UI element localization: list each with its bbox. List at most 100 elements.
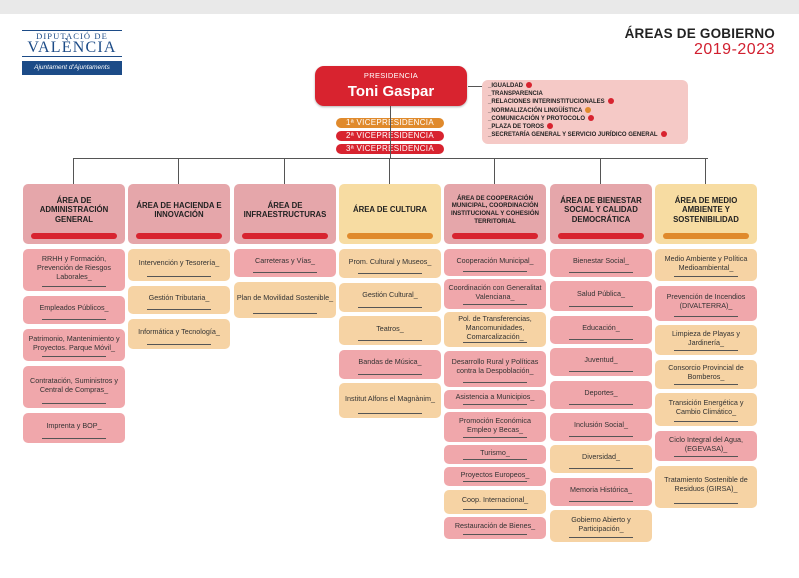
area-item-label: Turismo_ bbox=[480, 447, 510, 457]
area-header: ÁREA DE CULTURA bbox=[339, 184, 441, 244]
area-item-label: Diversidad_ bbox=[582, 452, 620, 462]
area-item-underline bbox=[569, 468, 633, 470]
area-item: Intervención y Tesorería_ bbox=[128, 249, 230, 281]
area-item-underline bbox=[463, 304, 527, 306]
area-item: Limpieza de Playas y Jardinería_ bbox=[655, 325, 757, 356]
area-title: ÁREA DE ADMINISTRACIÓN GENERAL bbox=[39, 195, 109, 224]
status-dot-icon bbox=[588, 114, 595, 121]
presidency-item: _TRANSPARENCIA bbox=[488, 90, 543, 98]
area-item-underline bbox=[147, 276, 211, 277]
area-item-label: Carreteras y Vías_ bbox=[255, 256, 315, 265]
area-connector bbox=[600, 158, 601, 184]
area-item-underline bbox=[42, 438, 106, 439]
area-header: ÁREA DE HACIENDA E INNOVACIÓN bbox=[128, 184, 230, 244]
area-item-underline bbox=[463, 508, 527, 510]
area-item-label: Teatros_ bbox=[376, 323, 404, 333]
status-dot-icon bbox=[585, 106, 592, 113]
area-item-underline bbox=[569, 306, 633, 308]
area-item-underline bbox=[569, 371, 633, 373]
area-color-bar bbox=[31, 233, 117, 239]
area-item: Deportes_ bbox=[550, 380, 652, 409]
responsibilities-connector bbox=[468, 86, 482, 87]
area-item: Carreteras y Vías_ bbox=[234, 249, 336, 277]
area-item-underline bbox=[569, 500, 633, 502]
area-item: Memoria Histórica_ bbox=[550, 477, 652, 506]
area-item-label: Prom. Cultural y Museos_ bbox=[348, 256, 432, 266]
area-item-label: Deportes_ bbox=[584, 387, 618, 397]
area-item-underline bbox=[463, 481, 527, 483]
area-item-underline bbox=[674, 421, 738, 423]
presidency-item: _RELACIONES INTERINSTITUCIONALES bbox=[488, 98, 614, 106]
area-item-underline bbox=[358, 273, 422, 274]
area-connector bbox=[494, 158, 495, 184]
area-item: Prom. Cultural y Museos_ bbox=[339, 249, 441, 278]
area-title: ÁREA DE CULTURA bbox=[352, 205, 428, 215]
area-item-underline bbox=[569, 338, 633, 340]
area-item: Juventud_ bbox=[550, 348, 652, 377]
area-item: Medio Ambiente y Política Medioambiental… bbox=[655, 249, 757, 281]
area-item: Gestión Cultural_ bbox=[339, 282, 441, 312]
area-item: Gestión Tributaria_ bbox=[128, 286, 230, 314]
area-item-underline bbox=[147, 309, 211, 310]
diputacio-logo: DIPUTACIÓ DE VALÈNCIA Ajuntament d'Ajunt… bbox=[22, 30, 122, 78]
presidency-box: PRESIDENCIA Toni Gaspar bbox=[315, 66, 467, 106]
area-item: Restauración de Bienes_ bbox=[444, 516, 546, 539]
area-item-label: Bandas de Música_ bbox=[358, 357, 422, 367]
area-item-label: Asistencia a Municipios_ bbox=[455, 392, 535, 402]
area-item: Coop. Internacional_ bbox=[444, 489, 546, 514]
area-item-underline bbox=[463, 437, 527, 438]
area-item-label: Juventud_ bbox=[584, 355, 618, 365]
area-item: Desarrollo Rural y Políticas contra la D… bbox=[444, 350, 546, 387]
area-item: Tratamiento Sostenible de Residuos (GIRS… bbox=[655, 465, 757, 508]
area-item-label: Gestión Tributaria_ bbox=[148, 293, 210, 302]
area-item-label: Intervención y Tesorería_ bbox=[138, 258, 220, 267]
area-connector bbox=[389, 158, 390, 184]
area-item-label: Limpieza de Playas y Jardinería_ bbox=[672, 328, 740, 347]
area-item-underline bbox=[42, 286, 106, 287]
area-item-underline bbox=[358, 413, 422, 415]
presidency-responsibilities-box bbox=[482, 80, 688, 144]
area-item: Bienestar Social_ bbox=[550, 249, 652, 277]
presidency-item: _SECRETARÍA GENERAL Y SERVICIO JURÍDICO … bbox=[488, 131, 667, 139]
area-item-label: Bienestar Social_ bbox=[573, 256, 629, 265]
area-item-label: Memoria Histórica_ bbox=[570, 484, 632, 494]
area-item-label: Institut Alfons el Magnànim_ bbox=[345, 393, 435, 403]
area-item-underline bbox=[569, 537, 633, 539]
area-item-underline bbox=[569, 436, 633, 437]
area-item-label: Cooperación Municipal_ bbox=[456, 255, 534, 265]
area-color-bar bbox=[136, 233, 222, 239]
area-item-label: Inclusión Social_ bbox=[574, 420, 628, 429]
logo-line-1: DIPUTACIÓ DE bbox=[22, 30, 122, 41]
area-item-underline bbox=[674, 383, 738, 385]
area-connector bbox=[705, 158, 706, 184]
area-item-underline bbox=[358, 306, 422, 308]
areas-connector-horizontal bbox=[73, 158, 708, 159]
area-item: Asistencia a Municipios_ bbox=[444, 389, 546, 409]
area-item-label: Coop. Internacional_ bbox=[461, 494, 529, 504]
area-item: Contratación, Suministros y Central de C… bbox=[23, 366, 125, 408]
area-item-label: Informática y Tecnología_ bbox=[138, 327, 220, 336]
presidency-item-label: _PLAZA DE TOROS bbox=[488, 124, 545, 130]
area-item: RRHH y Formación, Prevención de Riesgos … bbox=[23, 249, 125, 291]
area-item-label: Empleados Públicos_ bbox=[39, 303, 109, 312]
area-title: ÁREA DE INFRAESTRUCTURAS bbox=[243, 200, 327, 220]
area-item-underline bbox=[463, 381, 527, 383]
area-item-label: Gestión Cultural_ bbox=[362, 290, 418, 300]
presidency-connector bbox=[390, 106, 391, 158]
area-item-label: Consorcio Provincial de Bomberos_ bbox=[668, 362, 744, 381]
area-item-label: Contratación, Suministros y Central de C… bbox=[30, 375, 118, 394]
area-item: Institut Alfons el Magnànim_ bbox=[339, 383, 441, 419]
area-header: ÁREA DE ADMINISTRACIÓN GENERAL bbox=[23, 184, 125, 244]
area-connector bbox=[73, 158, 74, 184]
area-item: Ciclo Integral del Agua, (EGEVASA)_ bbox=[655, 431, 757, 461]
area-item-underline bbox=[674, 502, 738, 504]
presidency-item: _NORMALIZACIÓN LINGÜÍSTICA bbox=[488, 106, 592, 115]
area-item-underline bbox=[463, 342, 527, 344]
area-item-label: Plan de Movilidad Sostenible_ bbox=[236, 293, 334, 302]
area-item-underline bbox=[463, 403, 527, 405]
area-item-label: Imprenta y BOP_ bbox=[46, 421, 102, 430]
area-item-underline bbox=[569, 272, 633, 273]
area-item-underline bbox=[253, 313, 317, 314]
presidency-name: Toni Gaspar bbox=[347, 83, 435, 100]
area-connector bbox=[178, 158, 179, 184]
